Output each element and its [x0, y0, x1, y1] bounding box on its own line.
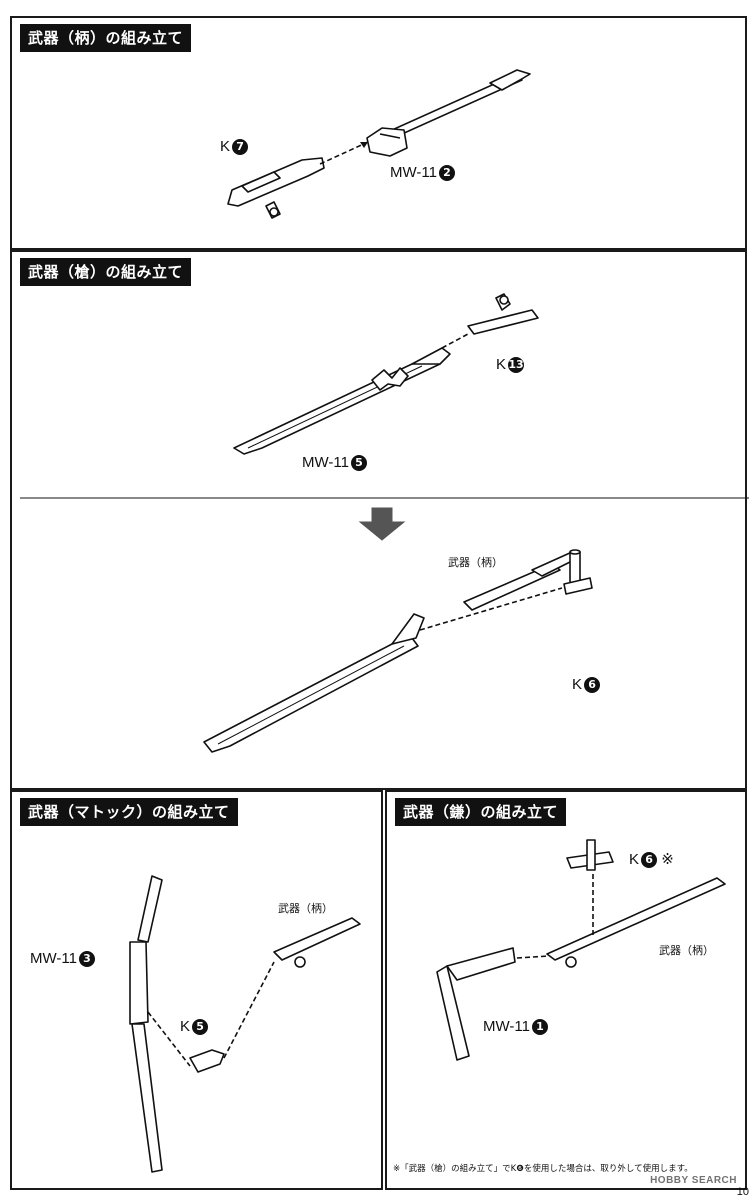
- section-title-mattock: 武器（マトック）の組み立て: [20, 798, 238, 826]
- mattock-weapon-label: 武器（柄）: [278, 902, 333, 915]
- note-mark: ※: [661, 851, 674, 868]
- spear-illustration: [20, 293, 749, 753]
- spear-combine-weapon-label: 武器（柄）: [448, 556, 503, 569]
- section-title-handle: 武器（柄）の組み立て: [20, 24, 192, 52]
- part-number-badge: 5: [192, 1019, 209, 1036]
- part-number-badge: 6: [584, 677, 601, 694]
- part-number-badge: 13: [508, 357, 525, 374]
- section-title-sickle: 武器（鎌）の組み立て: [395, 798, 567, 826]
- part-number-badge: 3: [78, 951, 95, 968]
- watermark: HOBBY SEARCH: [650, 1175, 737, 1186]
- part-number-badge: 6: [641, 852, 658, 869]
- sickle-note: ※「武器（槍）の組み立て」でK❻を使用した場合は、取り外して使用します。: [393, 1164, 693, 1174]
- section-spear: 武器（槍）の組み立て: [10, 250, 749, 790]
- sickle-illustration: [436, 839, 726, 1061]
- part-number-badge: 1: [531, 1019, 548, 1036]
- page-number: 10: [736, 1186, 749, 1198]
- sickle-weapon-label: 武器（柄）: [659, 944, 714, 957]
- part-number-badge: 5: [350, 455, 367, 472]
- handle-illustration: [227, 69, 531, 219]
- part-number-badge: 7: [232, 139, 249, 156]
- part-number-badge: 2: [438, 165, 455, 182]
- mattock-illustration: [129, 875, 361, 1173]
- section-title-spear: 武器（槍）の組み立て: [20, 258, 192, 286]
